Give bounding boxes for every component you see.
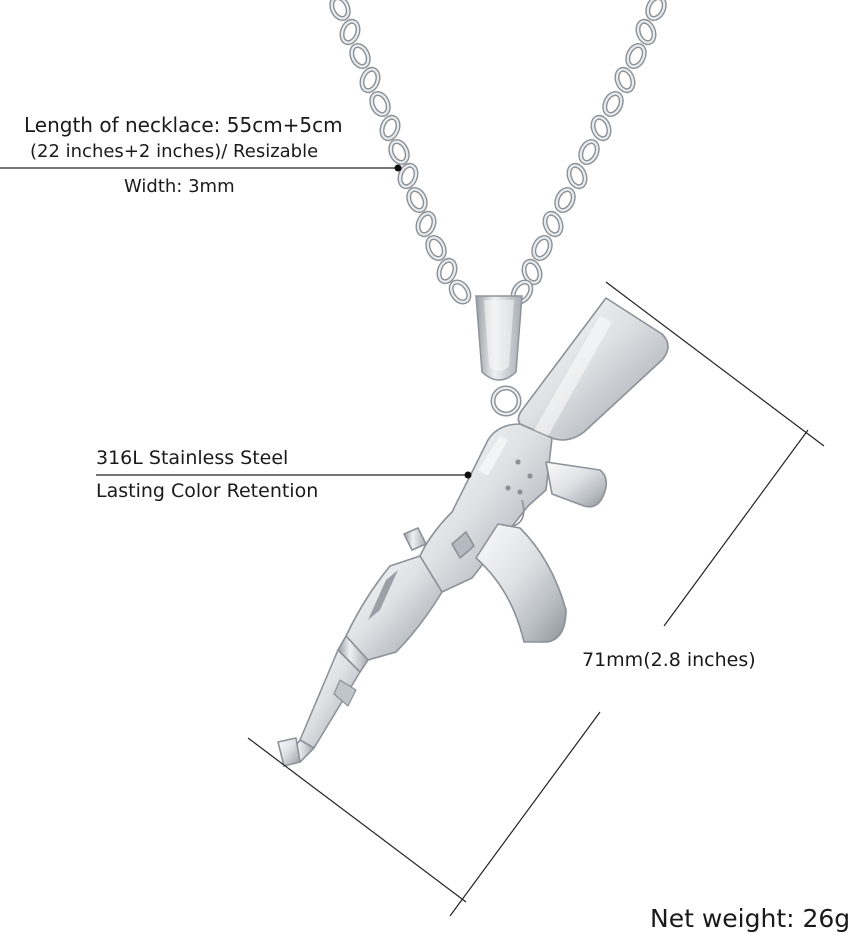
dimension-line-lower [449,711,601,917]
pendant-bail [475,295,523,417]
color-retention-label: Lasting Color Retention [96,480,319,502]
chain-right-strand [510,0,668,305]
chain-left-strand [329,0,473,305]
necklace-length-label: Length of necklace: 55cm+5cm [24,113,343,137]
necklace-length-inches-label: (22 inches+2 inches)/ Resizable [30,141,319,162]
dimension-line-upper [663,429,809,627]
material-callout-dot [464,471,472,479]
pendant-length-label: 71mm(2.8 inches) [582,649,756,671]
net-weight-label: Net weight: 26g [650,904,849,933]
bottom-extension-line [247,737,467,903]
dimension-lines [0,167,825,917]
chain-width-label: Width: 3mm [124,176,235,197]
material-label: 316L Stainless Steel [96,447,289,469]
top-extension-line [605,281,825,447]
necklace-callout-dot [394,164,402,172]
rifle-pendant [277,297,669,767]
